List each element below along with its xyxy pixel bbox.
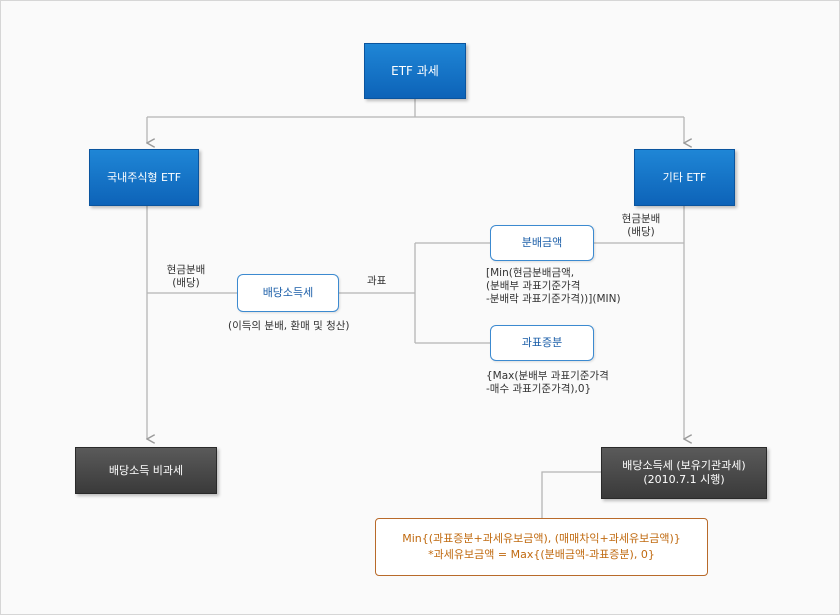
node-tax-increase: 과표증분 — [490, 325, 594, 361]
node-dividend-taxed-line2: (2010.7.1 시행) — [643, 473, 725, 486]
node-etf-tax-label: ETF 과세 — [391, 64, 439, 78]
node-etf-tax: ETF 과세 — [364, 43, 466, 99]
node-tax-increase-label: 과표증분 — [521, 336, 563, 349]
node-domestic-etf-label: 국내주식형 ETF — [106, 170, 182, 184]
label-cash-distribution-right: 현금분배 (배당) — [621, 213, 661, 238]
label-max-formula: {Max(분배부 과표기준가격 -매수 과표기준가격),0} — [486, 370, 609, 395]
formula-line1: Min{(과표증분+과세유보금액), (매매차익+과세유보금액)} — [402, 532, 681, 545]
label-taxbase: 과표 — [367, 275, 387, 287]
node-other-etf-label: 기타 ETF — [662, 170, 707, 184]
line-taxed-to-formula — [541, 471, 601, 518]
node-dividend-exempt: 배당소득 비과세 — [75, 447, 217, 494]
node-distribution-amount: 분배금액 — [490, 225, 594, 261]
formula-box: Min{(과표증분+과세유보금액), (매매차익+과세유보금액)} *과세유보금… — [375, 518, 708, 576]
node-dividend-tax-label: 배당소득세 — [262, 286, 314, 299]
node-dividend-taxed-line1: 배당소득세 (보유기관과세) — [622, 459, 746, 472]
label-min-formula: [Min(현금분배금액, (분배부 과표기준가격 -분배락 과표기준가격))](… — [486, 267, 621, 305]
node-domestic-etf: 국내주식형 ETF — [89, 149, 199, 206]
label-dividend-tax-note: (이득의 분배, 환매 및 청산) — [228, 320, 350, 332]
label-cash-distribution-left: 현금분배 (배당) — [166, 264, 206, 289]
node-distribution-amount-label: 분배금액 — [521, 236, 563, 249]
node-dividend-taxed: 배당소득세 (보유기관과세) (2010.7.1 시행) — [601, 447, 767, 499]
formula-line2: *과세유보금액 = Max{(분배금액-과표증분), 0} — [428, 548, 655, 561]
node-other-etf: 기타 ETF — [634, 149, 735, 206]
node-dividend-exempt-label: 배당소득 비과세 — [108, 463, 184, 477]
node-dividend-tax: 배당소득세 — [237, 274, 339, 312]
